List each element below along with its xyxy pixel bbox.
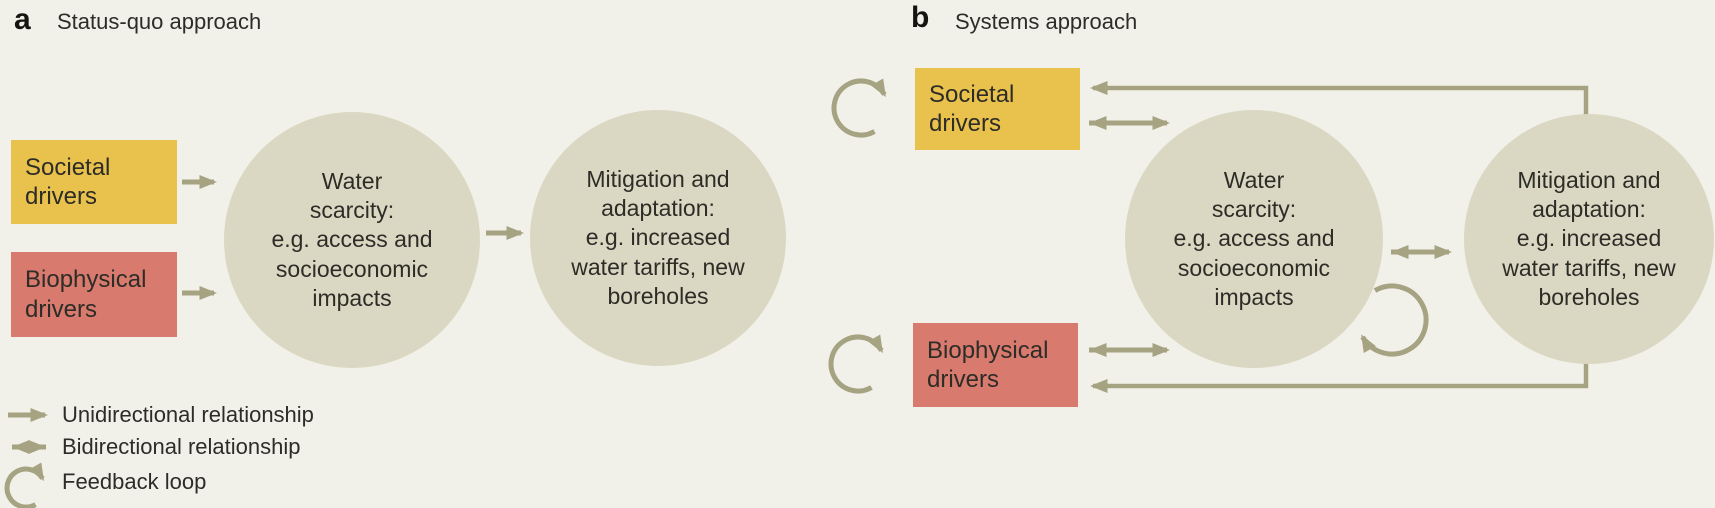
legend-bidirectional-label: Bidirectional relationship xyxy=(62,434,301,459)
feedback-line-mitigation-to-biophysical xyxy=(1090,356,1589,393)
societal-drivers-box-b: Societal drivers xyxy=(915,68,1080,150)
biophysical-drivers-box-b: Biophysical drivers xyxy=(913,323,1078,407)
mitigation-circle-b: Mitigation and adaptation: e.g. increase… xyxy=(1464,114,1714,364)
legend-feedback-label: Feedback loop xyxy=(62,469,207,494)
panel-a-letter: a xyxy=(14,3,31,36)
societal-drivers-box-a: Societal drivers xyxy=(11,140,177,224)
biophysical-drivers-box-a: Biophysical drivers xyxy=(11,252,177,337)
feedback-loop-icon xyxy=(4,462,45,508)
legend-unidirectional-label: Unidirectional relationship xyxy=(62,402,314,427)
panel-b-letter: b xyxy=(911,1,930,34)
panel-a-title: Status-quo approach xyxy=(57,9,262,34)
societal-drivers-label-b: Societal drivers xyxy=(929,80,1015,137)
biophysical-drivers-label-a: Biophysical drivers xyxy=(25,266,147,323)
societal-drivers-label-a: Societal drivers xyxy=(25,153,111,210)
mitigation-label-a: Mitigation and adaptation: e.g. increase… xyxy=(571,165,745,309)
water-scarcity-label-b: Water scarcity: e.g. access and socioeco… xyxy=(1173,166,1335,310)
feedback-loop-water-scarcity-icon xyxy=(1360,283,1429,357)
panel-b-title: Systems approach xyxy=(955,9,1138,34)
water-scarcity-circle-b: Water scarcity: e.g. access and socioeco… xyxy=(1125,110,1383,368)
feedback-loop-biophysical-icon xyxy=(828,334,884,394)
feedback-line-mitigation-to-societal xyxy=(1090,81,1589,122)
mitigation-circle-a: Mitigation and adaptation: e.g. increase… xyxy=(530,110,786,366)
water-scarcity-label-a: Water scarcity: e.g. access and socioeco… xyxy=(271,167,433,311)
biophysical-drivers-label-b: Biophysical drivers xyxy=(927,336,1049,393)
water-scarcity-circle-a: Water scarcity: e.g. access and socioeco… xyxy=(224,112,480,368)
mitigation-label-b: Mitigation and adaptation: e.g. increase… xyxy=(1502,166,1676,310)
feedback-loop-societal-icon xyxy=(831,78,887,138)
